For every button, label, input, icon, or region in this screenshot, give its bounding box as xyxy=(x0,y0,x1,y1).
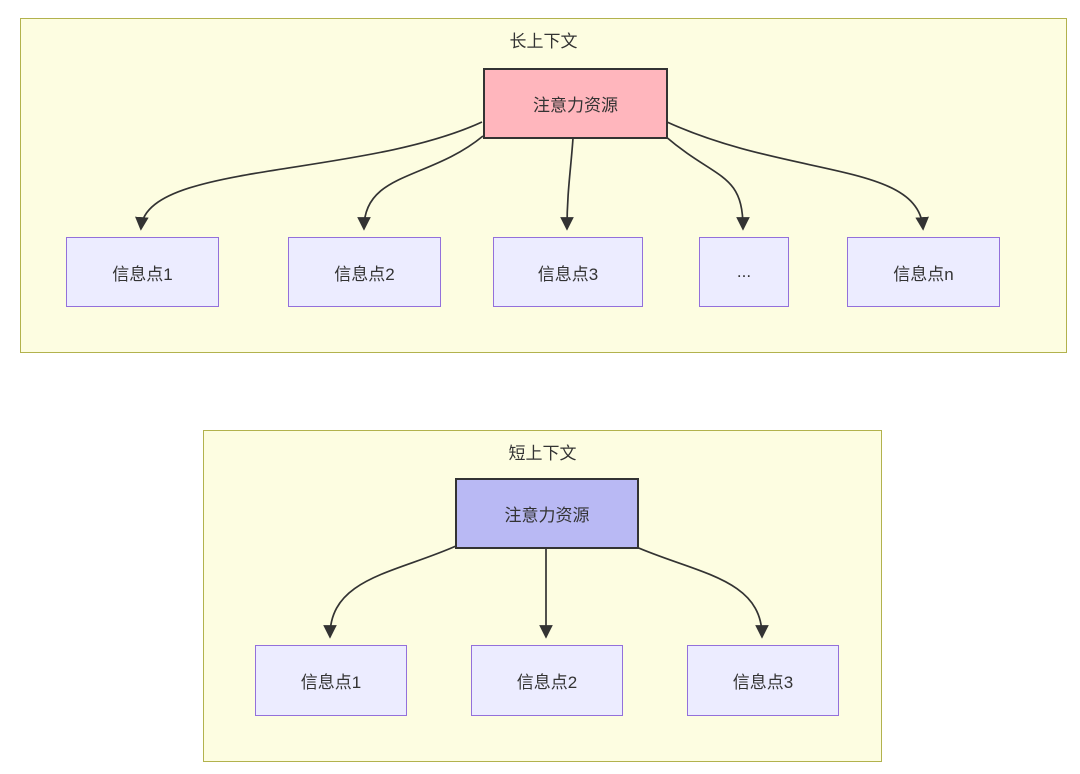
info-node-long-3: 信息点3 xyxy=(493,237,643,307)
info-node-long-1: 信息点1 xyxy=(66,237,219,307)
info-node-short-1-label: 信息点1 xyxy=(300,673,362,692)
info-node-long-n: 信息点n xyxy=(847,237,1000,307)
info-node-short-3-label: 信息点3 xyxy=(732,673,794,692)
info-node-long-n-label: 信息点n xyxy=(893,264,954,284)
attention-node-long-label: 注意力资源 xyxy=(533,96,618,115)
panel-long-title: 长上下文 xyxy=(509,32,578,51)
panel-short-context: 短上下文 注意力资源 信息点1 信息点2 信息点3 xyxy=(203,430,882,762)
panel-long-context: 长上下文 注意力资源 信息点1 信息点2 信息点3 ... 信息点n xyxy=(20,18,1067,353)
panel-short-title: 短上下文 xyxy=(508,444,577,463)
info-node-long-2-label: 信息点2 xyxy=(334,264,395,284)
info-node-long-ellipsis: ... xyxy=(699,237,789,307)
info-node-short-2: 信息点2 xyxy=(471,645,623,716)
info-node-long-ellipsis-label: ... xyxy=(736,262,752,281)
info-node-long-1-label: 信息点1 xyxy=(112,264,173,284)
attention-node-short: 注意力资源 xyxy=(455,478,639,549)
info-node-short-2-label: 信息点2 xyxy=(516,673,578,692)
info-node-long-3-label: 信息点3 xyxy=(537,264,599,284)
info-node-long-2: 信息点2 xyxy=(288,237,441,307)
info-node-short-3: 信息点3 xyxy=(687,645,839,716)
attention-node-short-label: 注意力资源 xyxy=(504,506,590,525)
info-node-short-1: 信息点1 xyxy=(255,645,407,716)
attention-node-long: 注意力资源 xyxy=(483,68,668,139)
